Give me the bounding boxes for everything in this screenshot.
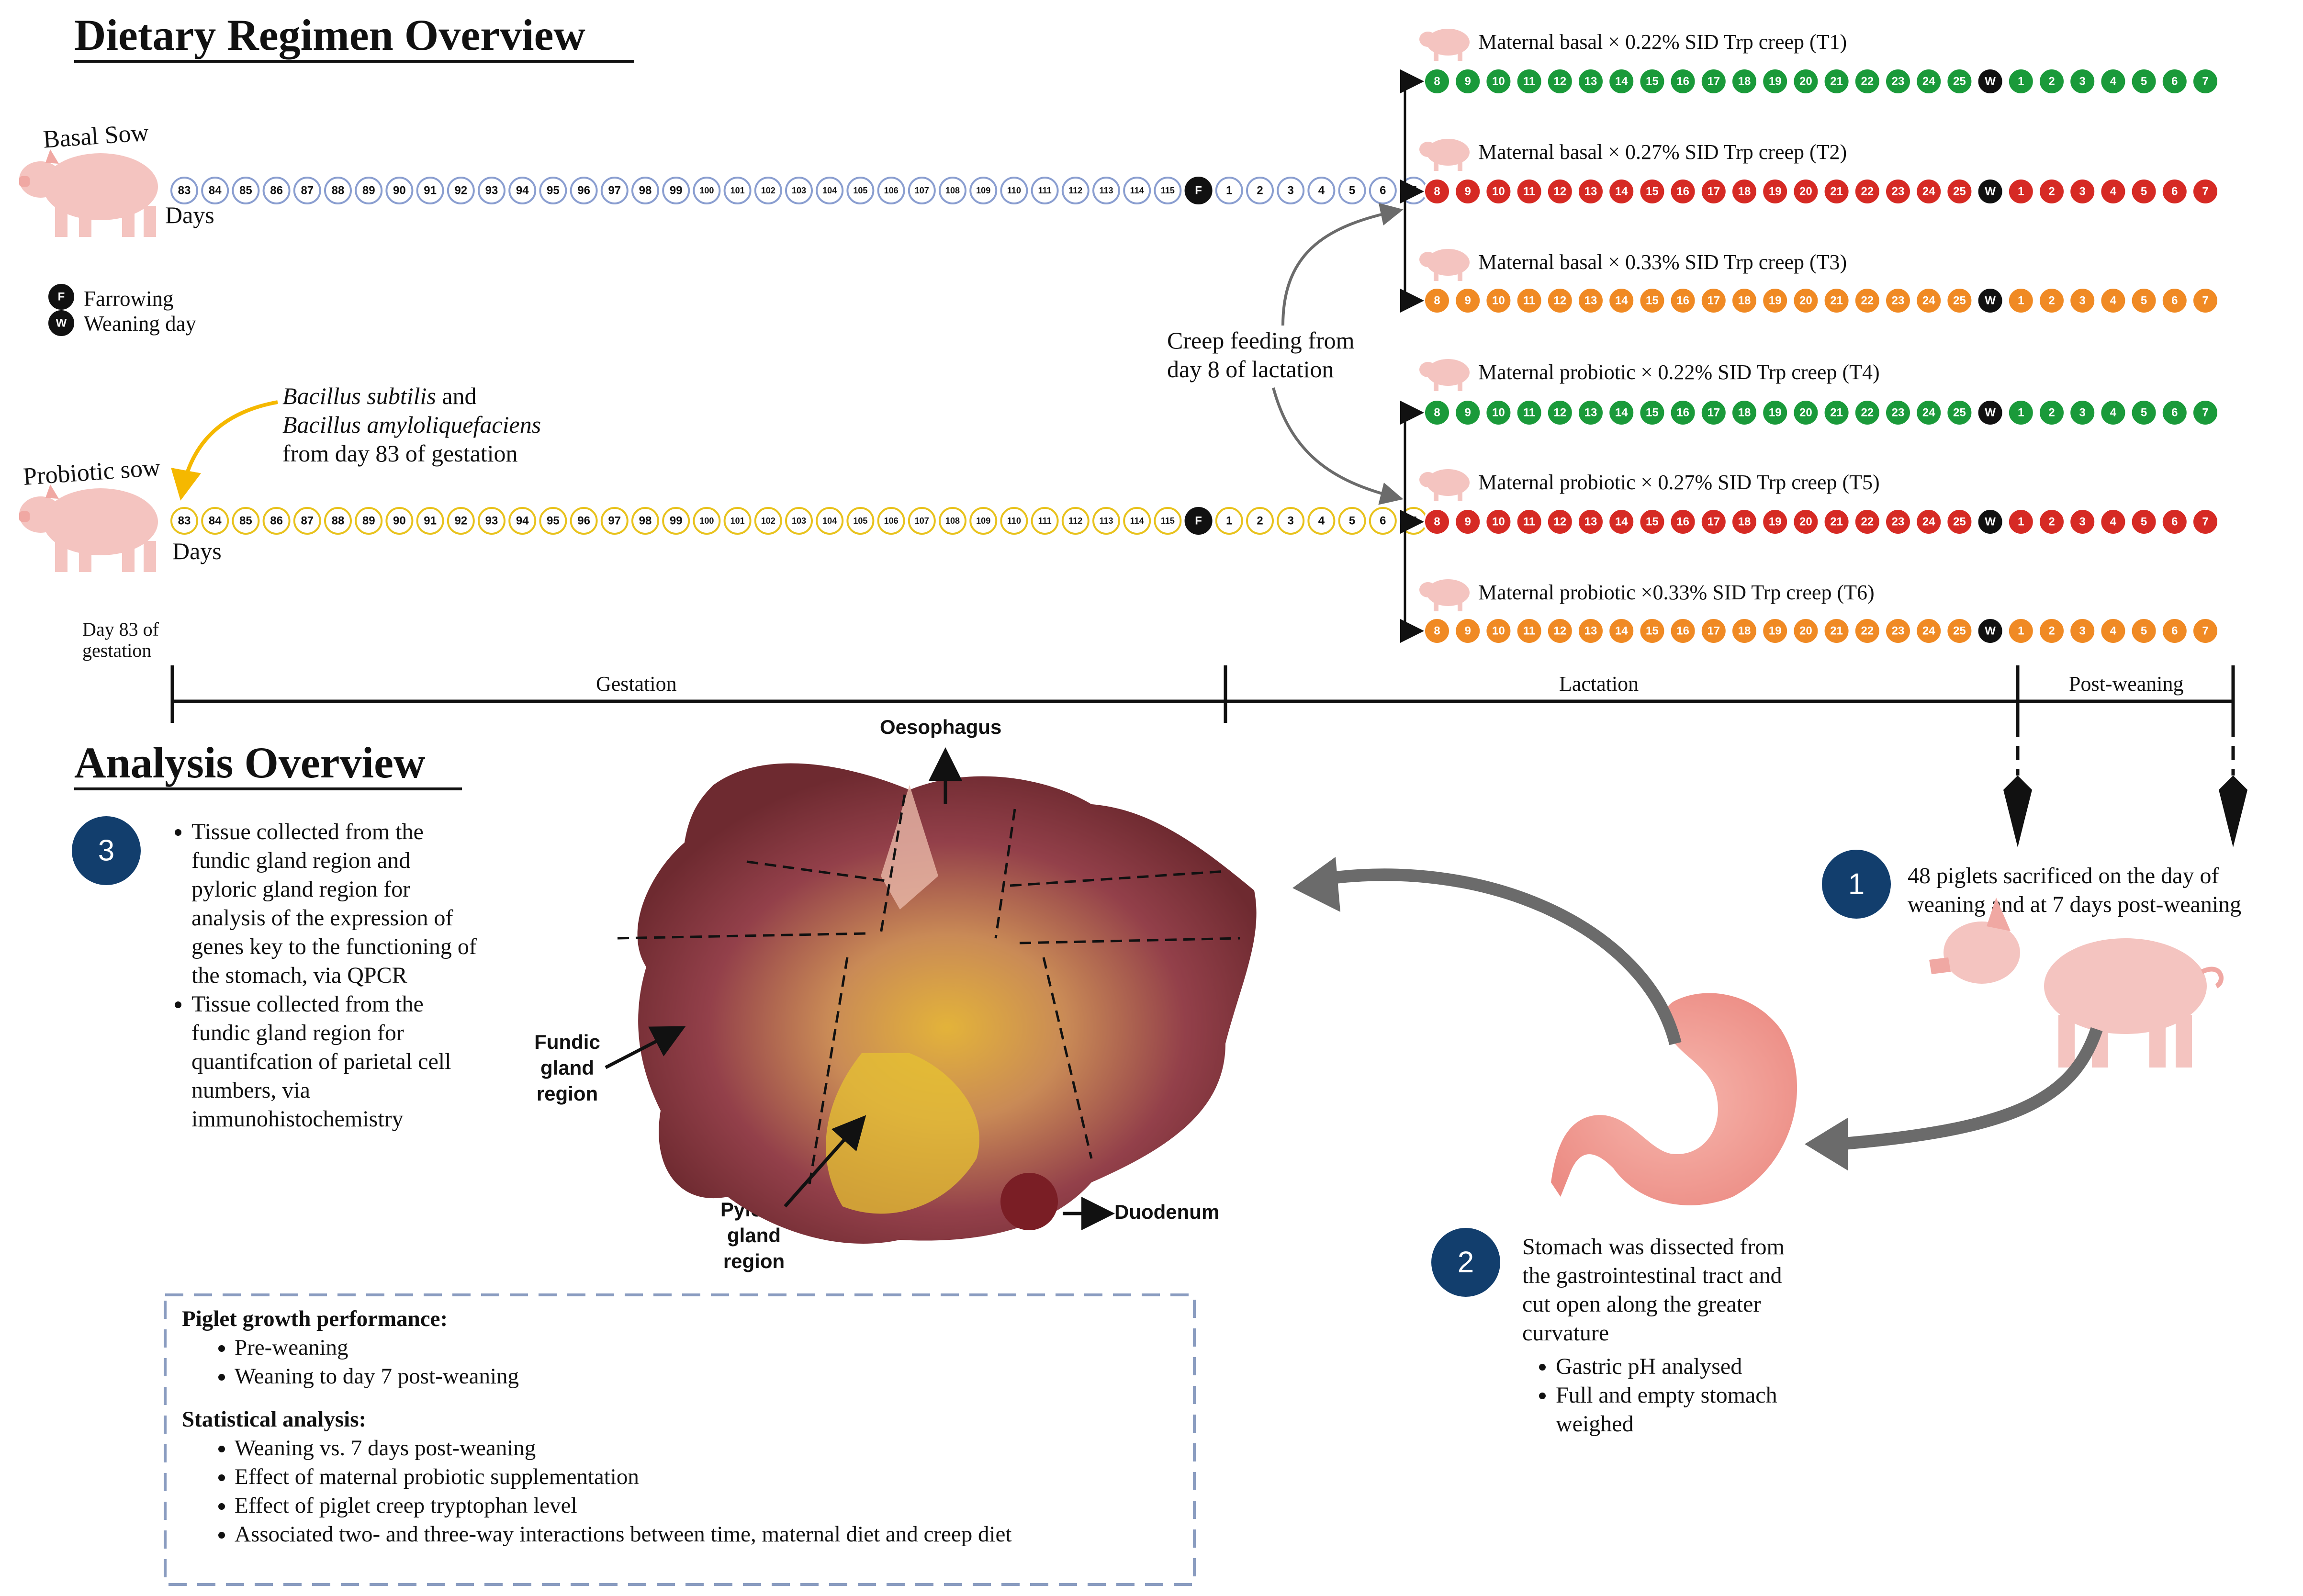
treatment-label-t6: Maternal probiotic ×0.33% SID Trp creep … — [1478, 581, 1875, 604]
growth-heading: Piglet growth performance: — [182, 1306, 448, 1331]
probiotic-note-line1: Bacillus subtilis and — [282, 382, 477, 409]
step1-text: 48 piglets sacrificed on the day of wean… — [1908, 863, 2242, 917]
regimen-heading-underline — [74, 60, 634, 63]
timeline-start-label: Day 83 of gestation — [82, 618, 159, 661]
stats-item: Effect of piglet creep tryptophan level — [235, 1491, 1187, 1520]
legend-farrowing-label: Farrowing — [84, 287, 174, 311]
treatment-label-t4: Maternal probiotic × 0.22% SID Trp creep… — [1478, 360, 1880, 384]
analysis-heading-underline — [74, 787, 462, 790]
legend-weaning-label: Weaning day — [84, 312, 197, 336]
fundic-label: Fundic gland region — [534, 1031, 600, 1105]
probiotic-sow-label: Probiotic sow — [22, 454, 162, 491]
stats-item: Associated two- and three-way interactio… — [235, 1520, 1187, 1549]
step2-text: Stomach was dissected from the gastroint… — [1522, 1233, 1785, 1439]
analysis-heading: Analysis Overview — [74, 738, 426, 787]
basal-days-label: Days — [165, 202, 214, 228]
step2-bullet: Gastric pH analysed — [1556, 1352, 1785, 1381]
creep-note-line2: day 8 of lactation — [1167, 356, 1334, 382]
phase-gestation-label: Gestation — [596, 672, 677, 696]
probiotic-note-line2: Bacillus amyloliquefaciens — [282, 411, 541, 438]
growth-item: Pre-weaning — [235, 1333, 1187, 1362]
duodenum-label: Duodenum — [1114, 1201, 1220, 1223]
treatment-label-t1: Maternal basal × 0.22% SID Trp creep (T1… — [1478, 30, 1847, 54]
stats-item: Weaning vs. 7 days post-weaning — [235, 1434, 1187, 1462]
oesophagus-label: Oesophagus — [880, 716, 1002, 738]
step3-bullet: Tissue collected from the fundic gland r… — [191, 818, 560, 990]
stats-item: Effect of maternal probiotic supplementa… — [235, 1462, 1187, 1491]
treatment-label-t2: Maternal basal × 0.27% SID Trp creep (T2… — [1478, 140, 1847, 164]
phase-post-weaning-label: Post-weaning — [2069, 672, 2184, 696]
creep-note-line1: Creep feeding from — [1167, 327, 1355, 354]
step3-bullet: Tissue collected from the fundic gland r… — [191, 990, 560, 1134]
growth-item: Weaning to day 7 post-weaning — [235, 1362, 1187, 1391]
probiotic-note-line3: from day 83 of gestation — [282, 440, 518, 467]
probiotic-days-label: Days — [172, 538, 222, 564]
summary-box-text: Piglet growth performance: Pre-weaning W… — [182, 1304, 1187, 1549]
treatment-label-t3: Maternal basal × 0.33% SID Trp creep (T3… — [1478, 250, 1847, 274]
treatment-label-t5: Maternal probiotic × 0.27% SID Trp creep… — [1478, 471, 1880, 494]
regimen-heading: Dietary Regimen Overview — [74, 11, 585, 59]
phase-lactation-label: Lactation — [1559, 672, 1639, 696]
basal-sow-label: Basal Sow — [42, 119, 150, 154]
pyloric-label: Pyloric gland region — [720, 1198, 788, 1272]
step3-text: Tissue collected from the fundic gland r… — [158, 818, 560, 1134]
stats-heading: Statistical analysis: — [182, 1407, 367, 1432]
